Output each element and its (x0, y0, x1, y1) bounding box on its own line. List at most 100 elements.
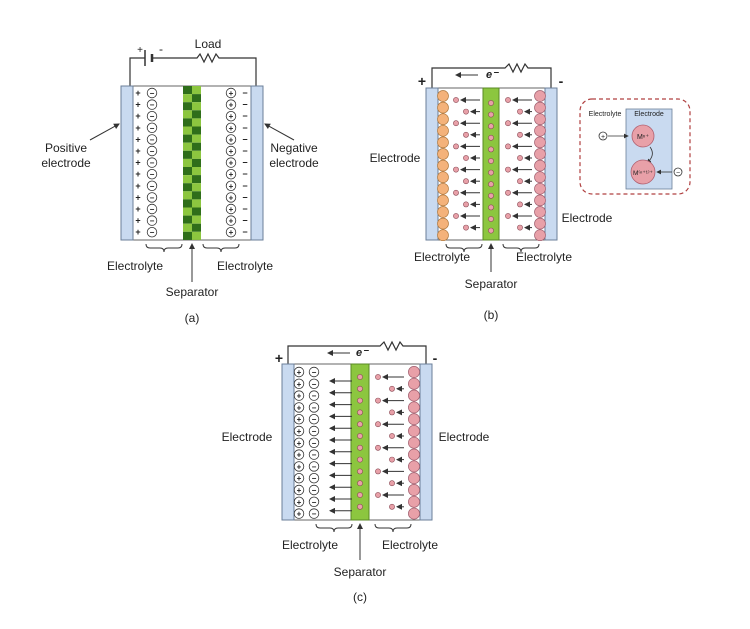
panel-a-separator-cell (192, 158, 201, 167)
panel-c-right-cation (389, 503, 395, 510)
panel-a-separator-cell (192, 215, 201, 224)
panel-b-separator-cation (488, 100, 494, 106)
panel-c-redox-particle (408, 436, 420, 449)
panel-c-anion-circle (308, 496, 320, 508)
panel-b-inset-species-bottom-label: M⁽ⁿ⁺¹⁾⁺ (633, 169, 654, 177)
panel-b-right-cation (517, 155, 523, 161)
panel-c-right-cation (389, 385, 395, 392)
panel-b-electrolyte-left-brace (445, 243, 483, 253)
panel-b-inset-species-bottom (630, 159, 656, 185)
panel-a-separator-cell (183, 175, 192, 184)
panel-a-cation-sign: + (229, 112, 234, 121)
panel-c-anion-sign: − (312, 498, 317, 507)
panel-c-plus-terminal: + (275, 350, 283, 366)
panel-b-separator-cation (488, 123, 494, 130)
panel-a-separator-cell (192, 199, 201, 208)
panel-a-cation-sign: + (229, 159, 234, 168)
panel-c-redox-particle (408, 472, 420, 485)
panel-c-electrolyte-left-brace (315, 523, 353, 533)
panel-a-separator-cell (183, 86, 192, 95)
panel-a-electrolyte-right-label: Electrolyte (217, 259, 273, 273)
panel-b-left-cation (453, 120, 459, 127)
panel-b-left-redox-particle (437, 159, 449, 172)
panel-c-separator-cation (357, 492, 363, 498)
panel-a-negative-pointer (264, 123, 295, 141)
panel-b-left-cation (463, 131, 469, 138)
panel-c-anion-circle (308, 449, 320, 460)
panel-c-electrode-charge-sign: + (297, 462, 302, 471)
panel-a-electrode-charge-plus: + (135, 216, 140, 226)
panel-c-electrode-charge-sign: + (297, 392, 302, 401)
panel-a-electrode-charge-minus: − (242, 216, 247, 226)
panel-a-separator-cell (192, 142, 201, 151)
panel-a-electrolyte-left-brace (145, 243, 183, 253)
panel-a-positive-label-line2: electrode (41, 156, 91, 170)
panel-a-electrolyte-left-label: Electrolyte (107, 259, 163, 273)
panel-a-battery-plus: + (137, 45, 143, 56)
panel-c-electrode-charge-sign: + (297, 415, 302, 424)
panel-a-electrode-charge-minus: − (242, 146, 247, 156)
panel-b-left-cation (453, 97, 459, 103)
panel-a-cation-sign: + (229, 124, 234, 133)
panel-a-anion-sign: − (150, 135, 155, 144)
panel-b-inset-cation-sign: + (601, 134, 605, 141)
panel-c-anion-circle (308, 484, 320, 496)
panel-a-separator-cell (192, 126, 201, 135)
panel-c-redox-particle (408, 425, 420, 437)
panel-a-electrode-charge-minus: − (242, 192, 247, 202)
panel-c-anion-sign: − (312, 392, 317, 401)
panel-c-separator (350, 363, 370, 521)
panel-c-separator-cation (357, 503, 363, 510)
panel-a-electrode-charge-plus: + (135, 158, 140, 168)
panel-c-electrode-charge-sign: + (297, 498, 302, 507)
panel-a-separator-cell (183, 223, 192, 232)
panel-b-right-redox-particle (534, 90, 546, 102)
panel-a-cation-circle (225, 99, 237, 110)
panel-b-electron-label: e⁻ (486, 69, 499, 81)
panel-a-anion-circle (146, 157, 158, 168)
panel-c-right-cation (375, 397, 381, 404)
panel-c-separator-label: Separator (334, 565, 387, 579)
panel-a-anion-sign: − (150, 147, 155, 156)
panel-b-right-redox-particle (534, 206, 546, 218)
panel-b-left-cation (463, 224, 469, 231)
panel-a-separator-cell (183, 191, 192, 200)
panel-c-anion-sign: − (312, 474, 317, 483)
panel-a-anion-circle (146, 192, 158, 203)
panel-b-minus-terminal: - (559, 73, 564, 89)
panel-c-electrode-charge-sign: + (297, 403, 302, 412)
panel-c-anion-sign: − (312, 486, 317, 495)
panel-b-electrolyte-right-brace (502, 243, 540, 253)
panel-a-separator-cell (183, 150, 192, 159)
panel-b-left-redox-particle (437, 217, 449, 230)
panel-c-right-cation (375, 444, 381, 451)
panel-b-right-redox-particle (534, 148, 546, 160)
panel-a-cation-circle (225, 215, 237, 226)
panel-c-redox-particle (408, 366, 420, 378)
panel-a-electrolyte-right-brace (202, 243, 240, 253)
panel-b-right-cation (505, 120, 511, 127)
panel-b-inset-electrolyte-label: Electrolyte (589, 111, 622, 118)
panel-b-inset-cation (598, 131, 608, 141)
panel-a-separator-cell (192, 110, 201, 119)
panel-a-cation-circle (225, 122, 237, 134)
panel-c-separator-cation (357, 421, 363, 428)
panel-c-separator-cation (357, 480, 363, 487)
panel-c-electrode-charge-sign: + (297, 486, 302, 495)
panel-c-anion-circle (308, 390, 320, 401)
panel-c-electrode-charge-circle (293, 437, 305, 449)
panel-a-cation-circle (225, 180, 237, 192)
panel-a-cation-circle (225, 134, 237, 145)
panel-c-electrolyte-right-label: Electrolyte (382, 538, 438, 552)
panel-a-electrode-charge-minus: − (242, 100, 247, 110)
panel-c-separator-cation (357, 468, 363, 475)
panel-c-separator-cation (357, 433, 363, 439)
panel-c-electrode-charge-circle (293, 378, 305, 390)
panel-c-electrode-charge-circle (293, 425, 305, 437)
panel-a-electrode-charge-plus: + (135, 146, 140, 156)
panel-c-separator-cation (357, 374, 363, 380)
panel-b-right-cation (505, 143, 511, 150)
panel-c-right-cation (389, 456, 395, 463)
panel-a-anion-circle (146, 134, 158, 145)
panel-a-electrode-charge-minus: − (242, 204, 247, 214)
